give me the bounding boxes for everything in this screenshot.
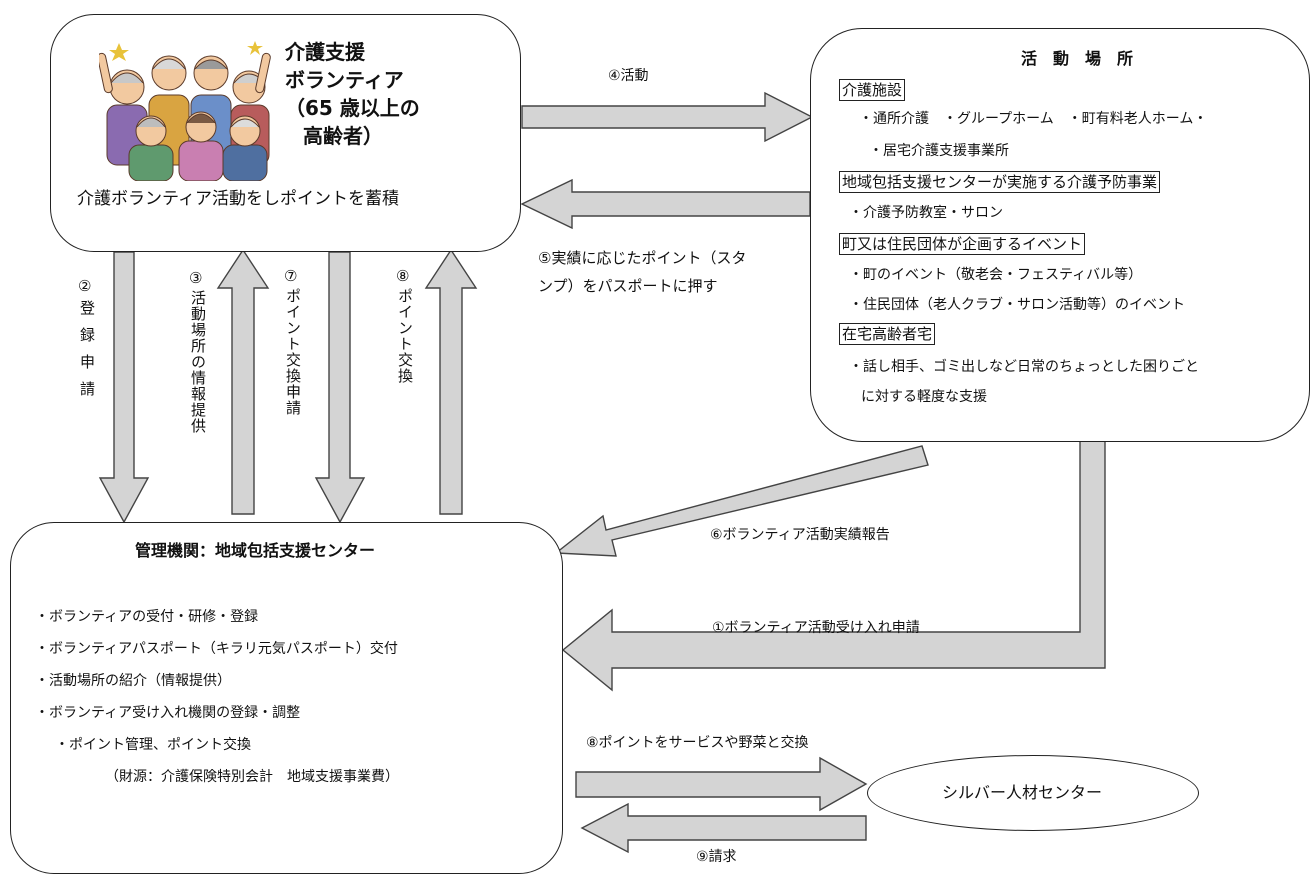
silver-center-label: シルバー人材センター <box>942 783 1103 802</box>
center-item2: ・ボランティアパスポート（キラリ元気パスポート）交付 <box>35 641 398 657</box>
volunteer-box: 介護支援 ボランティア （65 歳以上の 高齢者） 介護ボランティア活動をしポイ… <box>50 14 521 252</box>
elderly-group-illustration <box>99 41 271 181</box>
label-activity: ④活動 <box>608 68 649 84</box>
place-facility-item1: ・通所介護 ・グループホーム ・町有料老人ホーム・ <box>859 111 1208 127</box>
place-home-item2: に対する軽度な支援 <box>861 389 987 405</box>
arrow-activity <box>521 91 814 143</box>
arrow-accept <box>561 439 1106 692</box>
volunteer-title-line1: 介護支援 <box>285 40 365 64</box>
management-center-box: 管理機関：地域包括支援センター ・ボランティアの受付・研修・登録 ・ボランティア… <box>10 522 563 874</box>
center-item1: ・ボランティアの受付・研修・登録 <box>35 609 259 625</box>
arrow-stamp <box>520 178 811 230</box>
label-billing: ⑨請求 <box>696 849 737 865</box>
label-exchange: ポイント交換 <box>396 288 414 384</box>
volunteer-title-line3: （65 歳以上の <box>285 96 420 120</box>
arrow-register <box>98 251 150 524</box>
arrow-exchange <box>424 248 478 515</box>
arrow-report <box>554 445 929 557</box>
volunteer-title-line2: ボランティア <box>285 68 404 92</box>
label-report: ⑥ボランティア活動実績報告 <box>710 527 890 543</box>
label-register-number: ② <box>78 277 92 295</box>
place-events-item2: ・住民団体（老人クラブ・サロン活動等）のイベント <box>849 297 1185 313</box>
label-info-number: ③ <box>189 269 203 287</box>
place-prevention-item1: ・介護予防教室・サロン <box>849 205 1003 221</box>
place-heading-events: 町又は住民団体が企画するイベント <box>839 233 1086 255</box>
place-facility-item2: ・居宅介護支援事業所 <box>869 143 1009 159</box>
silver-center-ellipse: シルバー人材センター <box>867 755 1199 831</box>
place-heading-prevention: 地域包括支援センターが実施する介護予防事業 <box>839 171 1161 193</box>
activity-places-box: 活 動 場 所 介護施設 ・通所介護 ・グループホーム ・町有料老人ホーム・ ・… <box>810 28 1310 442</box>
place-heading-home: 在宅高齢者宅 <box>839 323 936 345</box>
label-accept-request: ①ボランティア活動受け入れ申請 <box>712 620 920 636</box>
volunteer-description: 介護ボランティア活動をしポイントを蓄積 <box>77 189 399 209</box>
center-title: 管理機関：地域包括支援センター <box>135 541 376 560</box>
volunteer-title-line4: 高齢者） <box>303 124 383 148</box>
label-apply: ポイント交換申請 <box>284 288 302 416</box>
arrow-apply <box>314 251 366 524</box>
arrow-to-silver <box>575 756 868 812</box>
center-item3: ・活動場所の紹介（情報提供） <box>35 673 231 689</box>
label-register: 登録申請 <box>78 300 96 408</box>
place-home-item1: ・話し相手、ゴミ出しなど日常のちょっとした困りごと <box>849 359 1199 375</box>
label-exchange-number: ⑧ <box>396 267 410 285</box>
place-heading-facility: 介護施設 <box>839 79 906 101</box>
place-events-item1: ・町のイベント（敬老会・フェスティバル等） <box>849 267 1143 283</box>
label-info: 活動場所の情報提供 <box>189 290 207 434</box>
activity-places-title: 活 動 場 所 <box>1021 49 1134 68</box>
arrow-info <box>216 248 270 515</box>
label-stamp-line1: ⑤実績に応じたポイント（スタ <box>538 249 747 267</box>
center-item4: ・ボランティア受け入れ機関の登録・調整 <box>35 705 301 721</box>
label-apply-number: ⑦ <box>284 267 298 285</box>
center-item5: ・ポイント管理、ポイント交換 <box>55 737 251 753</box>
label-exchange-service: ⑧ポイントをサービスや野菜と交換 <box>586 735 809 751</box>
center-item6: （財源：介護保険特別会計 地域支援事業費） <box>105 769 399 785</box>
arrow-billing <box>580 802 867 854</box>
label-stamp-line2: ンプ）をパスポートに押す <box>538 277 718 295</box>
